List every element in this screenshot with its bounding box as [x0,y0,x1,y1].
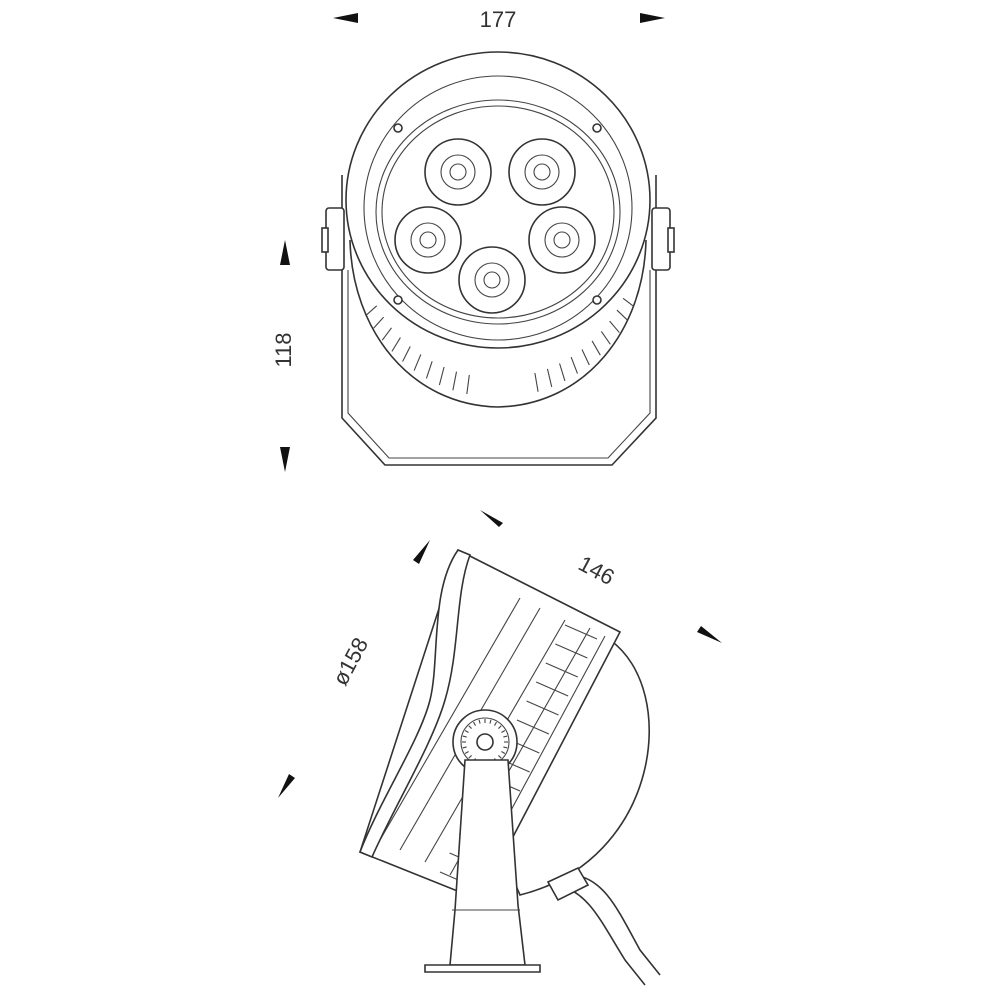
fin-line [534,372,539,392]
knob-tick [468,755,472,759]
fin-line [581,349,590,366]
height-dimension-label: 118 [271,332,296,367]
fin-line [365,305,378,316]
fin-line [546,368,553,388]
knob-tick [464,730,469,733]
fin-line [616,309,628,321]
led-5 [458,246,526,314]
knob-tick [464,751,469,754]
width-arrow-left [333,13,358,23]
fin-line [600,331,611,345]
tilt-knob-center [476,733,494,751]
housing-rim-inner [363,75,633,341]
knob-tick [473,721,476,726]
diameter-arrow-bottom [278,774,295,798]
fin-line [622,297,635,308]
fin-line [402,346,411,362]
lens-plate-outer [375,99,621,325]
side-fin-tick [516,719,550,735]
diameter-arrow-top [413,540,430,564]
left-knob-cap [321,227,329,253]
led-array [394,138,596,314]
knob-tick [498,725,502,729]
fin-line [559,363,566,382]
fin-line [591,340,601,356]
height-arrow-top [280,240,290,265]
side-fin-tick [535,681,569,697]
housing-outer-rim [345,51,651,349]
fin-line [438,366,445,386]
led-1 [424,138,492,206]
fin-line [466,374,470,395]
side-view: 146 ø158 [278,510,722,986]
knob-tick [503,746,508,749]
fin-line [413,354,422,371]
stand-base [424,964,541,973]
knob-tick [501,730,506,733]
fin-line [570,356,579,374]
knob-tick [462,735,467,738]
led-2 [508,138,576,206]
cable-gland [546,866,590,902]
side-fin-tick [545,662,578,678]
fin-line [381,327,392,341]
fin-line [425,361,433,379]
fin-line [373,316,384,329]
led-3 [394,206,462,274]
side-fin-tick [564,624,598,640]
width-arrow-right [640,13,665,23]
side-fin-tick [555,643,588,659]
depth-arrow-bottom [697,626,722,643]
front-view: 177 118 [271,7,675,472]
diameter-dimension-label: ø158 [328,633,374,689]
knob-tick [462,746,467,749]
fin-line [452,371,458,391]
knob-tick [494,721,497,726]
lens-plate-inner [381,105,615,319]
width-dimension-label: 177 [480,7,517,32]
fin-line [609,320,620,333]
front-rim-side [358,549,472,859]
knob-tick [468,725,472,729]
knob-tick [498,755,502,759]
knob-tick [478,719,481,724]
side-fin-tick [526,700,559,716]
height-arrow-bottom [280,447,290,472]
yoke-bracket-inner [347,270,651,459]
cooling-fins [365,297,635,395]
knob-tick [489,719,492,724]
fin-line [391,337,401,352]
knob-tick [503,735,508,738]
right-knob-cap [667,227,675,253]
knob-tick [501,751,506,754]
depth-arrow-top [480,510,503,527]
power-cable-edge [574,874,661,976]
depth-dimension-label: 146 [574,551,618,590]
led-4 [528,206,596,274]
front-screws [393,123,602,305]
yoke-bracket [341,175,657,466]
